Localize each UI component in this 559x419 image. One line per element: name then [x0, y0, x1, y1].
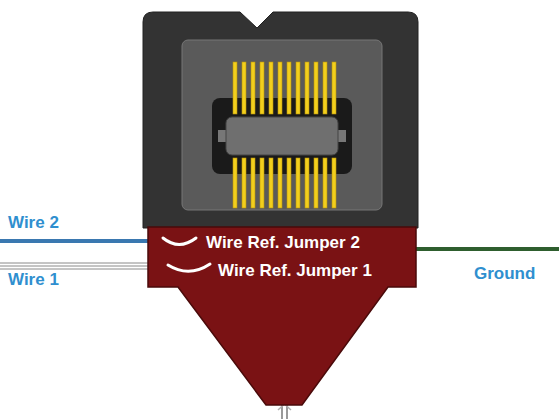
gold-pin [323, 62, 327, 114]
gold-pin [305, 158, 309, 208]
jumper-symbol [168, 264, 210, 271]
connector-housing [143, 12, 418, 228]
gold-pin [278, 158, 282, 208]
gold-pin [287, 158, 291, 208]
wire-label: Wire 1 [8, 271, 59, 288]
jumper-label: Wire Ref. Jumper 1 [218, 262, 372, 279]
wire-label: Ground [474, 265, 535, 282]
jumper-symbol [163, 238, 196, 245]
gold-pin [251, 62, 255, 114]
gold-pin [305, 62, 309, 114]
gold-pin [233, 62, 237, 114]
wire-1 [0, 266, 152, 267]
connector-body [182, 40, 382, 210]
gold-pin [332, 62, 336, 114]
gold-pin [260, 62, 264, 114]
gold-pin [287, 62, 291, 114]
connector-key [226, 117, 338, 155]
wire-1 [0, 269, 152, 270]
wire-2 [0, 239, 152, 243]
wire-1 [0, 263, 152, 264]
gold-pin [260, 158, 264, 208]
gold-pin [269, 158, 273, 208]
gold-pin [323, 158, 327, 208]
gold-pin [332, 158, 336, 208]
gold-pin [296, 158, 300, 208]
gold-pin [278, 62, 282, 114]
wire-label: Wire 2 [8, 214, 59, 231]
gold-pin [233, 158, 237, 208]
gold-pin [314, 62, 318, 114]
gold-pin [242, 62, 246, 114]
adapter-board [148, 227, 416, 405]
jumper-label: Wire Ref. Jumper 2 [206, 234, 360, 251]
gold-pin [251, 158, 255, 208]
gold-pin [269, 62, 273, 114]
gold-pins [233, 62, 336, 208]
gold-pin [296, 62, 300, 114]
ground-wire [412, 247, 559, 251]
gold-pin [242, 158, 246, 208]
gold-pin [314, 158, 318, 208]
